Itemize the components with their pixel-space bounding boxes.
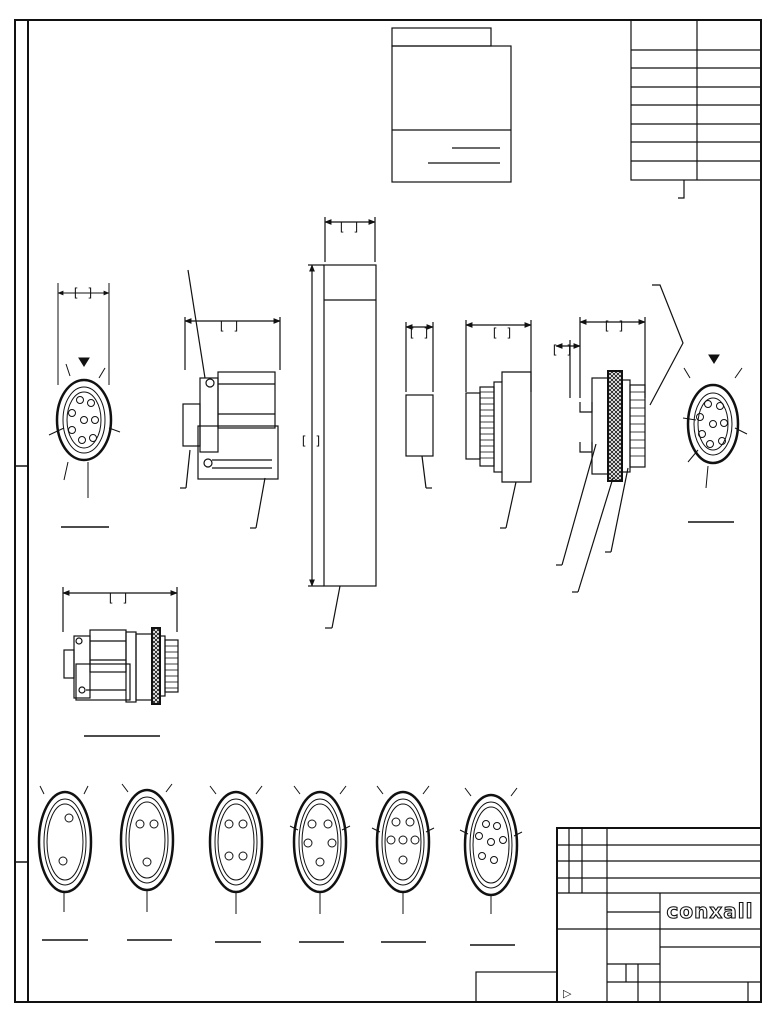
pin-face-e bbox=[371, 785, 435, 943]
dimension-label: [ ] bbox=[491, 326, 513, 340]
pin-face-a bbox=[37, 785, 93, 941]
revision-table bbox=[630, 19, 762, 199]
connector-side-view bbox=[180, 269, 281, 529]
assembly-view bbox=[62, 587, 179, 737]
dimension-labels: [ ] [ ] [ ] [ ] [ ] [ ] [ ] [ ] [ ] bbox=[72, 220, 625, 605]
face-view-8pin-left bbox=[48, 283, 121, 528]
pin-face-c bbox=[208, 785, 264, 943]
pin-layout-faces bbox=[37, 783, 523, 946]
sleeve-view bbox=[405, 322, 434, 489]
pin-face-b bbox=[119, 783, 175, 941]
company-logo: conxall bbox=[667, 899, 754, 923]
shrink-tube-view bbox=[308, 217, 377, 629]
dimension-label: [ ] bbox=[338, 220, 360, 234]
sheet-border bbox=[14, 19, 762, 1003]
title-block bbox=[475, 827, 762, 1003]
dimension-label: [ ] bbox=[107, 591, 129, 605]
notes-box bbox=[391, 27, 512, 183]
dimension-label: [ ] bbox=[408, 326, 430, 340]
receptacle-view bbox=[555, 284, 684, 593]
dimension-label: [ ] bbox=[551, 343, 573, 357]
insert-view bbox=[465, 320, 532, 529]
pin-face-d bbox=[289, 785, 351, 943]
face-view-8pin-right bbox=[682, 354, 748, 523]
pin-face-f bbox=[459, 787, 523, 946]
dimension-label: [ ] bbox=[218, 319, 240, 333]
dimension-label: [ ] bbox=[300, 434, 322, 448]
revision-marker: ▷ bbox=[563, 987, 572, 1000]
dimension-label: [ ] bbox=[72, 286, 94, 300]
dimension-label: [ ] bbox=[603, 319, 625, 333]
